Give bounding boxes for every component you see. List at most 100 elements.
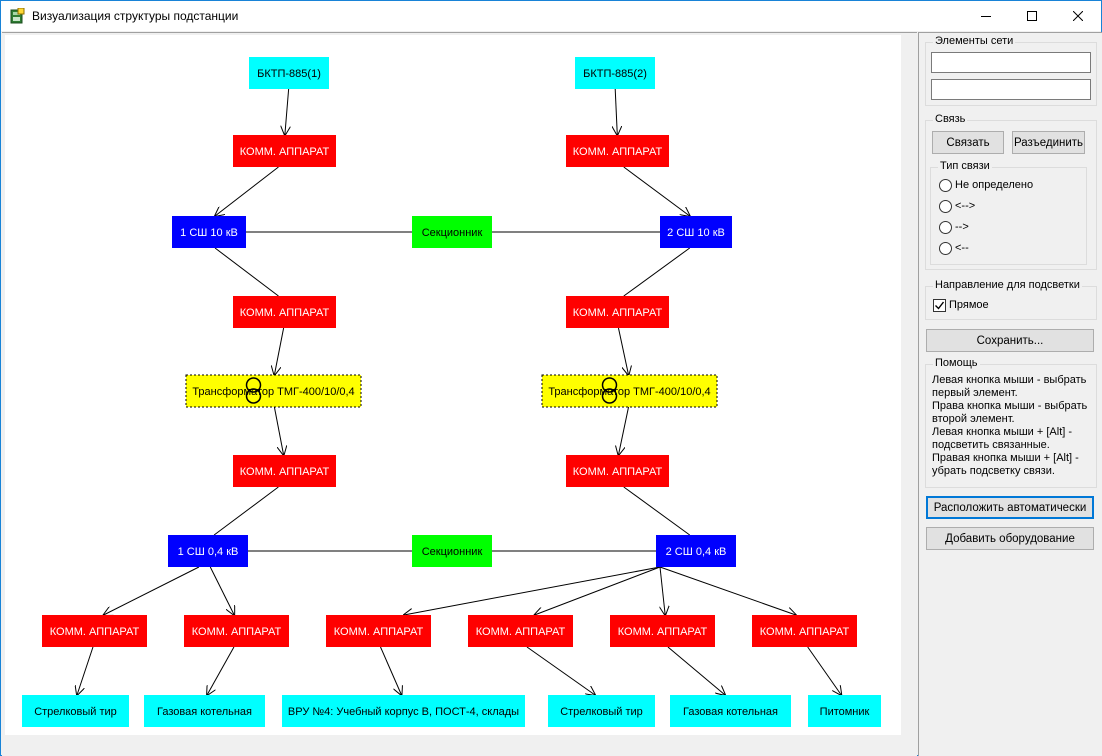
help-line: подсветить связанные. [932,439,1050,451]
checkmark-icon [935,301,944,310]
link-button[interactable]: Связать [932,131,1004,154]
help-text: Левая кнопка мыши - выбрать первый элеме… [932,374,1087,478]
switch-node[interactable]: КОММ. АППАРАТ [233,296,336,328]
element1-field[interactable] [931,52,1091,73]
bus-label: 1 СШ 10 кВ [180,227,238,239]
load-node[interactable]: Газовая котельная [144,695,265,727]
switch-node[interactable]: КОММ. АППАРАТ [326,615,431,647]
bus-box [172,216,246,248]
connection-line[interactable] [660,566,665,615]
connection-line[interactable] [526,646,595,695]
save-button[interactable]: Сохранить... [926,329,1094,352]
connection-line[interactable] [380,646,402,695]
connection-line[interactable] [214,247,279,297]
link-type-bidirectional-radio[interactable]: <--> [939,197,975,215]
connection-line[interactable] [215,166,279,216]
auto-layout-button[interactable]: Расположить автоматически [926,496,1094,519]
maximize-button[interactable] [1009,1,1055,31]
highlight-direct-checkbox[interactable]: Прямое [933,296,989,314]
switch-node[interactable]: КОММ. АППАРАТ [566,455,669,487]
connection-line[interactable] [807,646,842,695]
connection-line[interactable] [623,247,691,297]
transformer-node[interactable]: Трансформатор ТМГ-400/10/0,4 [541,374,718,408]
link-type-group-title: Тип связи [938,160,992,172]
source-node[interactable]: БКТП-885(1) [249,57,329,89]
switch-box [233,296,336,328]
connection-line[interactable] [285,88,289,135]
load-node[interactable]: Стрелковый тир [548,695,655,727]
load-node[interactable]: ВРУ №4: Учебный корпус В, ПОСТ-4, склады [282,695,525,727]
connection-line[interactable] [617,327,628,375]
load-node[interactable]: Газовая котельная [670,695,791,727]
help-line: Левая кнопка мыши - выбрать [932,374,1087,386]
switch-node[interactable]: КОММ. АППАРАТ [42,615,147,647]
load-label: Стрелковый тир [34,706,117,718]
bus-node[interactable]: 1 СШ 0,4 кВ [168,535,248,567]
switch-node[interactable]: КОММ. АППАРАТ [610,615,715,647]
substation-diagram[interactable]: БКТП-885(1) БКТП-885(2) КОММ. АППАРАТ КОММ.… [5,35,901,735]
connection-line[interactable] [213,486,279,536]
switch-box [326,615,431,647]
link-type-undefined-radio[interactable]: Не определено [939,176,1033,194]
transformer-winding-icon [245,377,262,393]
switch-node[interactable]: КОММ. АППАРАТ [566,135,669,167]
link-type-forward-radio[interactable]: --> [939,218,969,236]
connection-line[interactable] [623,166,690,216]
link-type-backward-radio[interactable]: <-- [939,239,969,257]
source-node[interactable]: БКТП-885(2) [575,57,655,89]
bus-node[interactable]: 1 СШ 10 кВ [172,216,246,248]
bus-box [168,535,248,567]
switch-label: КОММ. АППАРАТ [618,626,708,638]
close-button[interactable] [1055,1,1101,31]
connection-line[interactable] [209,566,234,615]
unlink-button[interactable]: Разъединить [1012,131,1085,154]
switch-node[interactable]: КОММ. АППАРАТ [233,135,336,167]
connection-line[interactable] [273,406,283,455]
diagram-canvas[interactable]: БКТП-885(1) БКТП-885(2) КОММ. АППАРАТ КОММ.… [5,35,901,735]
help-line: убрать подсветку связи. [932,465,1055,477]
bus-node[interactable]: 2 СШ 0,4 кВ [656,535,736,567]
switch-box [184,615,289,647]
switch-label: КОММ. АППАРАТ [240,307,330,319]
connection-line[interactable] [615,88,617,135]
switch-label: КОММ. АППАРАТ [192,626,282,638]
help-line: первый элемент. [932,387,1018,399]
connection-line[interactable] [659,566,796,615]
switch-box [566,296,669,328]
connection-line[interactable] [274,327,285,375]
section-node[interactable]: Секционник [412,216,492,248]
connection-line[interactable] [104,566,200,615]
switch-label: КОММ. АППАРАТ [476,626,566,638]
element2-field[interactable] [931,79,1091,100]
transformer-node[interactable]: Трансформатор ТМГ-400/10/0,4 [185,374,362,408]
maximize-icon [1027,11,1037,21]
transformer-winding-icon [245,388,262,404]
connection-line[interactable] [623,486,691,536]
load-box [670,695,791,727]
bus-node[interactable]: 2 СШ 10 кВ [660,216,732,248]
switch-label: КОММ. АППАРАТ [334,626,424,638]
add-equipment-button[interactable]: Добавить оборудование [926,527,1094,550]
help-line: Левая кнопка мыши + [Alt] - [932,426,1073,438]
switch-node[interactable]: КОММ. АППАРАТ [233,455,336,487]
switch-node[interactable]: КОММ. АППАРАТ [184,615,289,647]
connection-line[interactable] [667,646,725,695]
minimize-button[interactable] [963,1,1009,31]
transformer-label: Трансформатор ТМГ-400/10/0,4 [548,386,710,398]
load-node[interactable]: Питомник [808,695,881,727]
bus-box [660,216,732,248]
connection-line[interactable] [535,566,661,615]
source-box [575,57,655,89]
transformer-box [541,374,718,408]
connection-line[interactable] [77,646,94,695]
title-bar[interactable]: Визуализация структуры подстанции [1,1,1101,31]
switch-node[interactable]: КОММ. АППАРАТ [468,615,573,647]
connection-line[interactable] [618,406,630,455]
load-node[interactable]: Стрелковый тир [22,695,129,727]
switch-node[interactable]: КОММ. АППАРАТ [752,615,857,647]
connection-line[interactable] [404,566,661,615]
section-node[interactable]: Секционник [412,535,492,567]
connection-line[interactable] [207,646,235,695]
switch-node[interactable]: КОММ. АППАРАТ [566,296,669,328]
